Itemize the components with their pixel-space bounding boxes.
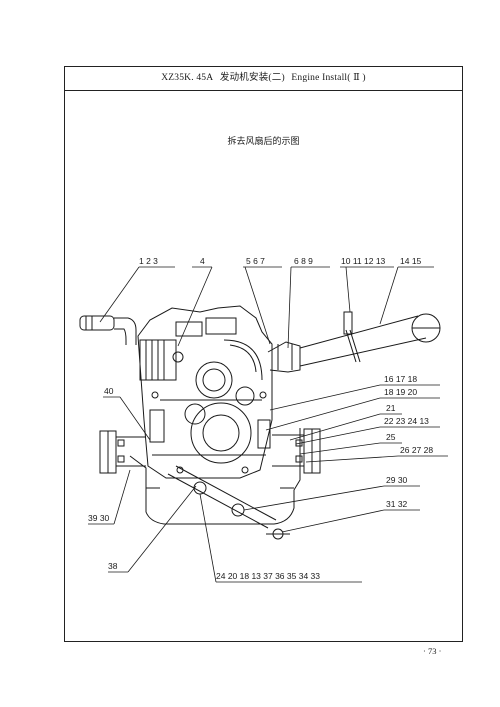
callout-40: 40 (104, 386, 114, 396)
engine-mount-frame (129, 428, 301, 525)
figure-caption: 拆去风扇后的示图 (227, 136, 300, 146)
callout-25: 25 (386, 432, 396, 442)
callout-1-2-3: 1 2 3 (139, 256, 158, 266)
callout-38: 38 (108, 561, 118, 571)
title-english: Engine Install( Ⅱ ) (291, 73, 366, 83)
left-engine-mount (99, 430, 146, 474)
callout-31-32: 31 32 (386, 499, 408, 509)
air-intake-pipe (79, 315, 137, 345)
page-number: · 73 · (423, 646, 442, 656)
callout-4: 4 (200, 256, 205, 266)
callout-5-6-7: 5 6 7 (246, 256, 265, 266)
title-bar: XZ35K. 45A 发动机安装(二) Engine Install( Ⅱ ) (65, 67, 462, 91)
exhaust-pipe (267, 311, 441, 373)
model-code: XZ35K. 45A (161, 73, 214, 83)
lower-pipe (167, 465, 290, 540)
engine-block (137, 305, 273, 479)
callout-18-19-20: 18 19 20 (384, 387, 417, 397)
callout-29-30: 29 30 (386, 475, 408, 485)
right-engine-mount (272, 428, 321, 474)
callout-26-27-28: 26 27 28 (400, 445, 433, 455)
callout-14-15: 14 15 (400, 256, 422, 266)
callout-39-30: 39 30 (88, 513, 110, 523)
callout-16-17-18: 16 17 18 (384, 374, 417, 384)
callout-6-8-9: 6 8 9 (294, 256, 313, 266)
callout-10-11-12-13: 10 11 12 13 (341, 256, 386, 266)
callout-24-to-33: 24 20 18 13 37 36 35 34 33 (216, 571, 320, 581)
drawing-frame: XZ35K. 45A 发动机安装(二) Engine Install( Ⅱ ) … (64, 66, 463, 642)
callout-21: 21 (386, 403, 396, 413)
title-chinese: 发动机安装(二) (219, 73, 285, 83)
callout-22-23-24-13: 22 23 24 13 (384, 416, 429, 426)
leader-lines (88, 266, 448, 583)
